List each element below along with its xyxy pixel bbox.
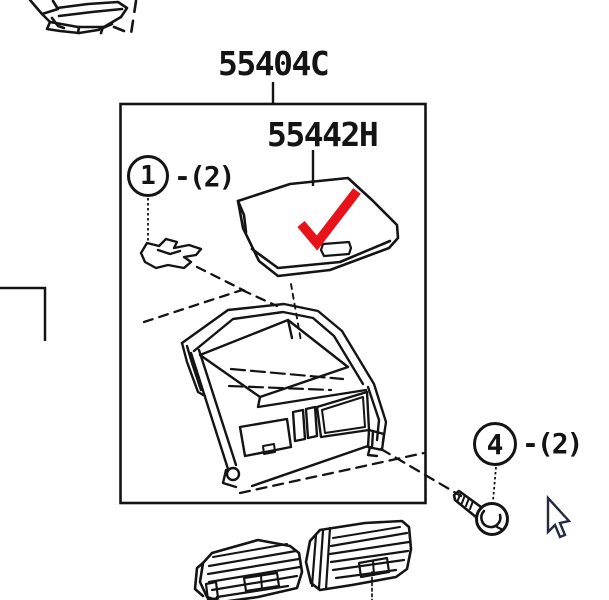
leader-lines: [271, 82, 315, 186]
screw-part[interactable]: [452, 489, 509, 536]
callout-4-number: 4: [486, 427, 504, 461]
left-edge-partial-frame: [0, 286, 47, 341]
vent-left-part[interactable]: [193, 538, 304, 600]
clip-part[interactable]: [139, 237, 203, 270]
mouse-cursor: [546, 494, 572, 539]
console-part[interactable]: [180, 302, 388, 489]
selected-part-number[interactable]: 55442H: [267, 115, 379, 154]
callout-1-circle[interactable]: 1: [127, 155, 169, 197]
callout-4-quantity: -(2): [522, 427, 583, 460]
dashed-guides: [142, 265, 463, 498]
callout-1-quantity: -(2): [174, 160, 235, 193]
vent-right-part[interactable]: [304, 519, 413, 600]
main-part-number[interactable]: 55404C: [218, 44, 330, 83]
lid-part[interactable]: [236, 176, 400, 278]
top-dashed-line: [112, 0, 138, 36]
callout-4-circle[interactable]: 4: [473, 422, 517, 466]
selection-checkmark: [297, 188, 361, 251]
callout-leaders: [147, 198, 497, 502]
partial-part-top-left: [28, 0, 129, 35]
callout-1-number: 1: [140, 161, 156, 191]
